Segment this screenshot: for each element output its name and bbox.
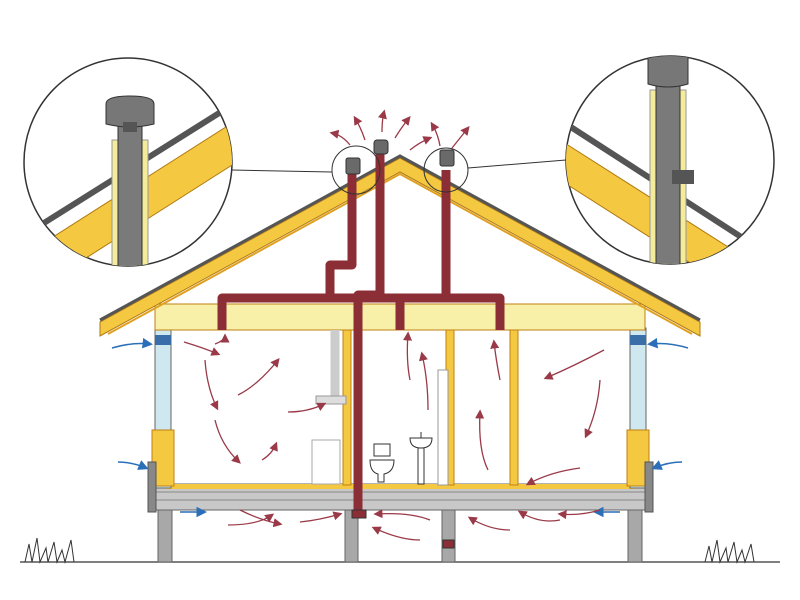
grass-right: [704, 539, 755, 564]
pier-vent: [442, 539, 455, 549]
eave-vent: [155, 335, 171, 345]
vent-cap: [647, 56, 689, 88]
interior-walls: [311, 329, 519, 486]
roof-tiles: [99, 154, 701, 322]
riser-duct: [325, 170, 357, 298]
left-wall: [147, 327, 175, 513]
pier: [441, 509, 456, 563]
ventilation-ducts: [217, 150, 505, 512]
floor-vent: [351, 509, 367, 519]
vent-cap: [373, 139, 389, 155]
pier: [627, 509, 643, 563]
roof: [99, 154, 701, 337]
ground: [20, 537, 780, 564]
grass-left: [24, 537, 75, 564]
main-riser-duct: [353, 150, 385, 512]
cabinet: [311, 439, 341, 485]
vent-caps: [345, 139, 455, 549]
floor: [149, 483, 651, 511]
callout-line-left: [231, 169, 333, 173]
indoor-airflow-arrows: [183, 109, 605, 541]
vent-grille: [147, 461, 157, 513]
sink-icon: [409, 432, 433, 485]
callout-line-right: [467, 159, 567, 169]
outside-airflow-arrows: [111, 337, 689, 518]
vent-cap: [345, 157, 361, 175]
vent-grille: [644, 461, 654, 513]
kitchen-hood: [315, 395, 347, 405]
vent-cap: [439, 149, 455, 167]
right-wall: [626, 327, 654, 513]
toilet-icon: [369, 443, 395, 483]
foundation-piers: [157, 509, 643, 563]
pier: [157, 509, 173, 563]
callout-marker-right: [423, 147, 469, 193]
eave-vent: [630, 335, 646, 345]
callout-marker-left: [331, 145, 381, 195]
